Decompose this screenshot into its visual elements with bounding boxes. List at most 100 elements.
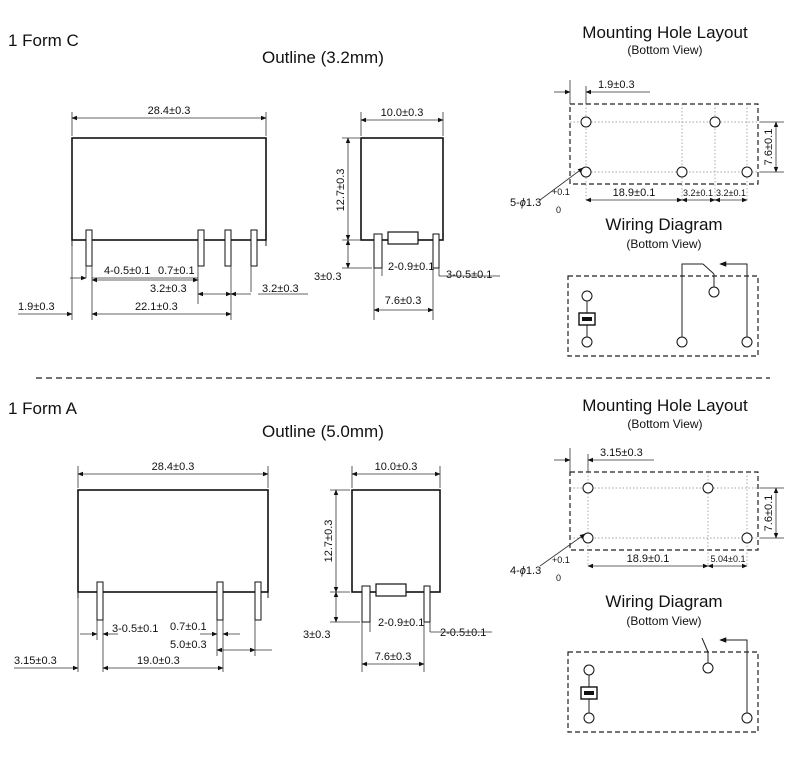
mount-dim-pitch-2: 3.2±0.1 <box>716 188 746 198</box>
form-a-front-view: 28.4±0.3 3-0.5±0.1 0.7±0.1 5.0±0.3 3.15±… <box>14 461 272 672</box>
hole-tol-plus: +0.1 <box>552 187 570 197</box>
mount-hole <box>580 116 592 128</box>
dim-pin-pitch: 7.6±0.3 <box>385 295 422 307</box>
dim-height: 12.7±0.3 <box>335 169 347 212</box>
dim-width: 28.4±0.3 <box>152 461 195 473</box>
form-a-pin <box>96 581 104 621</box>
switch-contact <box>701 637 709 653</box>
dim-pins: 3-0.5±0.1 <box>112 623 158 635</box>
mount-outline <box>569 103 759 185</box>
form-a-section: 1 Form A Outline (5.0mm) 28.4±0.3 3-0.5±… <box>8 396 784 733</box>
mount-outline <box>569 471 759 551</box>
dim-pin-length: 3±0.3 <box>303 629 330 641</box>
form-c-front-body <box>71 137 267 241</box>
terminal <box>581 336 593 348</box>
mount-title: Mounting Hole Layout <box>582 23 748 42</box>
dim-side-pin-b: 2-0.5±0.1 <box>440 627 486 639</box>
form-c-side-view: 10.0±0.3 12.7±0.3 3±0.3 2-0.9±0.1 3-0.5±… <box>314 107 500 320</box>
mount-subtitle: (Bottom View) <box>627 417 702 431</box>
form-a-outline-title: Outline (5.0mm) <box>262 422 384 441</box>
mount-dim-span: 18.9±0.1 <box>613 187 656 199</box>
form-c-front-view: 28.4±0.3 4-0.5±0.1 0.7±0.1 3.2±0.3 3.2±0… <box>18 105 308 320</box>
dim-pin-width: 0.7±0.1 <box>170 621 207 633</box>
dim-height: 12.7±0.3 <box>323 520 335 563</box>
dim-width: 28.4±0.3 <box>148 105 191 117</box>
dim-depth: 10.0±0.3 <box>381 107 424 119</box>
dim-pitch-1: 3.2±0.3 <box>150 283 187 295</box>
dim-pin-span: 22.1±0.3 <box>135 301 178 313</box>
form-c-side-pin <box>432 233 440 269</box>
terminal <box>583 712 595 724</box>
mount-dim-pitch-1: 3.2±0.1 <box>683 188 713 198</box>
form-c-pin <box>85 229 93 267</box>
mount-hole <box>676 166 688 178</box>
wiring-outline <box>567 275 759 357</box>
form-a-mounting-layout: Mounting Hole Layout (Bottom View) 3.15±… <box>510 396 784 583</box>
form-c-outline-title: Outline (3.2mm) <box>262 48 384 67</box>
form-c-section: 1 Form C Outline (3.2mm) 28.4±0.3 4-0.5±… <box>8 23 784 357</box>
form-c-wiring-diagram: Wiring Diagram (Bottom View) <box>567 215 759 357</box>
wiring-subtitle: (Bottom View) <box>626 614 701 628</box>
wiring-subtitle: (Bottom View) <box>626 237 701 251</box>
terminal <box>676 336 688 348</box>
mount-dim-row: 7.6±0.1 <box>763 495 775 532</box>
hole-tol-plus: +0.1 <box>552 555 570 565</box>
dim-pitch: 5.0±0.3 <box>170 639 207 651</box>
terminal <box>581 290 593 302</box>
form-c-pin <box>250 229 258 267</box>
dim-pin-offset: 3.15±0.3 <box>14 655 57 667</box>
dim-pins: 4-0.5±0.1 <box>104 265 150 277</box>
form-c-side-pin <box>373 233 383 269</box>
form-c-pin <box>197 229 205 267</box>
dim-side-pin-b: 3-0.5±0.1 <box>446 269 492 281</box>
hole-tol-zero: 0 <box>556 573 561 583</box>
form-a-side-body <box>351 489 441 593</box>
mount-dim-span: 18.9±0.1 <box>627 553 670 565</box>
terminal <box>708 286 720 298</box>
wiring-outline <box>567 651 759 733</box>
mount-hole <box>741 532 753 544</box>
mount-dim-offset: 3.15±0.3 <box>600 447 643 459</box>
mount-hole <box>702 482 714 494</box>
mount-dim-row: 7.6±0.1 <box>763 129 775 166</box>
mount-subtitle: (Bottom View) <box>627 43 702 57</box>
form-c-pin <box>224 229 232 267</box>
dim-pin-offset: 1.9±0.3 <box>18 301 55 313</box>
mount-dim-pitch: 5.04±0.1 <box>711 554 746 564</box>
terminal <box>702 662 714 674</box>
dim-pin-span: 19.0±0.3 <box>137 655 180 667</box>
form-a-pin <box>254 581 262 621</box>
form-c-side-body <box>360 137 444 241</box>
switch-contact <box>702 263 715 275</box>
dim-depth: 10.0±0.3 <box>375 461 418 473</box>
form-a-pin <box>216 581 224 621</box>
terminal <box>583 664 595 676</box>
form-a-side-pin <box>361 585 371 623</box>
hole-spec: 4-ϕ1.3 <box>510 565 541 577</box>
form-a-label: 1 Form A <box>8 399 78 418</box>
form-c-label: 1 Form C <box>8 31 79 50</box>
form-a-wiring-diagram: Wiring Diagram (Bottom View) <box>567 592 759 733</box>
dim-pin-width: 0.7±0.1 <box>158 265 195 277</box>
form-a-side-pin <box>423 585 431 623</box>
dim-pin-length: 3±0.3 <box>314 271 341 283</box>
wiring-title: Wiring Diagram <box>605 215 722 234</box>
mount-dim-offset: 1.9±0.3 <box>598 79 635 91</box>
mount-hole <box>582 482 594 494</box>
dim-pin-pitch: 7.6±0.3 <box>375 651 412 663</box>
form-c-mounting-layout: Mounting Hole Layout (Bottom View) 1.9±0… <box>510 23 784 215</box>
form-a-front-body <box>77 489 269 593</box>
mount-hole <box>709 116 721 128</box>
dim-side-pin-a: 2-0.9±0.1 <box>378 617 424 629</box>
hole-tol-zero: 0 <box>556 205 561 215</box>
terminal <box>741 336 753 348</box>
dim-side-pin-a: 2-0.9±0.1 <box>388 261 434 273</box>
mount-hole <box>741 166 753 178</box>
form-a-side-view: 10.0±0.3 12.7±0.3 3±0.3 2-0.9±0.1 2-0.5±… <box>303 461 492 672</box>
hole-spec: 5-ϕ1.3 <box>510 197 541 209</box>
mount-title: Mounting Hole Layout <box>582 396 748 415</box>
wiring-title: Wiring Diagram <box>605 592 722 611</box>
dim-pitch-2: 3.2±0.3 <box>262 283 299 295</box>
terminal <box>741 712 753 724</box>
